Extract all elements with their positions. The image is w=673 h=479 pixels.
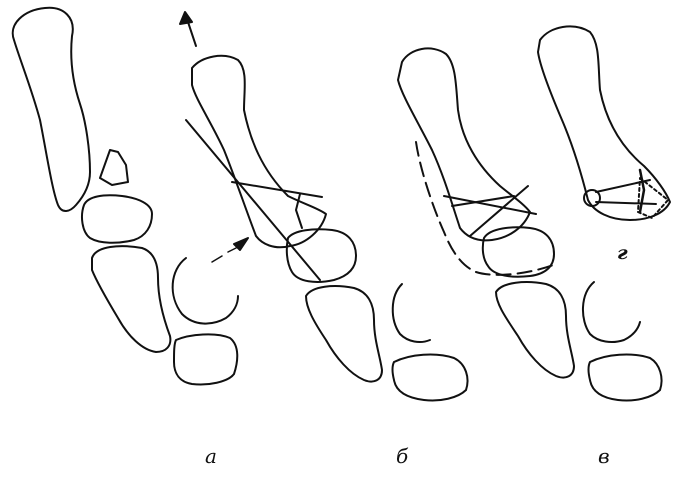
trapezium-bone-v xyxy=(483,227,554,276)
scaphoid-bone-b xyxy=(306,286,382,381)
radius-arc-v xyxy=(583,282,640,342)
radius-bone-v xyxy=(589,355,662,401)
panel-a xyxy=(13,8,238,385)
metacarpal-bone-a xyxy=(13,8,90,211)
panel-g xyxy=(538,26,670,220)
trapezium-bone-a xyxy=(82,195,152,242)
panel-label-g: г xyxy=(617,244,628,263)
bone-fragment-a xyxy=(100,150,128,185)
arrow-icon xyxy=(180,12,192,24)
trapezium-bone-b xyxy=(287,229,356,282)
panel-label-v: в xyxy=(598,446,610,466)
metacarpal-bone-v xyxy=(398,48,530,240)
panel-label-a: а xyxy=(205,446,217,466)
scaphoid-bone-a xyxy=(92,246,170,352)
radius-bone-b xyxy=(393,355,468,401)
scaphoid-bone-v xyxy=(496,282,574,377)
panel-v xyxy=(398,48,662,400)
radius-arc-a xyxy=(173,258,238,324)
radius-arc-b xyxy=(393,284,430,342)
panel-label-b: б xyxy=(396,446,408,466)
radius-bone-a xyxy=(174,334,237,384)
panel-b xyxy=(180,12,468,401)
pressure-arrow-shaft xyxy=(212,248,236,262)
screw-line-2 xyxy=(596,202,656,204)
fracture-line-g xyxy=(640,170,644,212)
